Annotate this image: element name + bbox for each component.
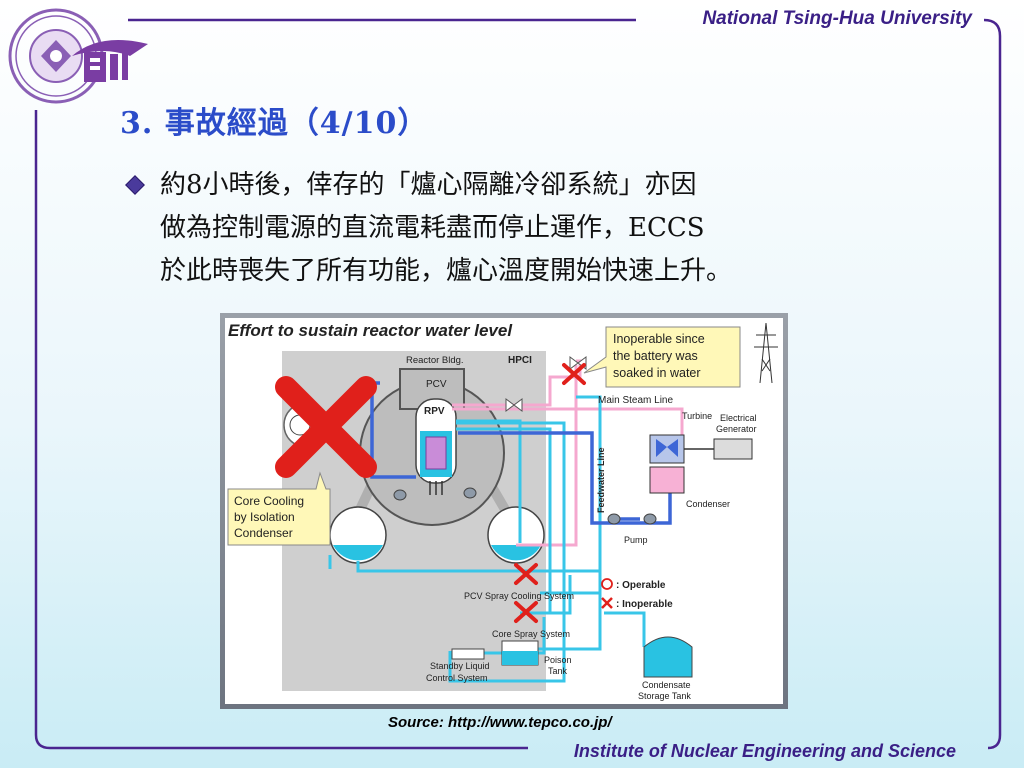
- inoperable-legend-label: : Inoperable: [616, 599, 673, 610]
- inoperable-callout-line-3: soaked in water: [613, 366, 701, 380]
- cst-label-line-2: Storage Tank: [638, 691, 691, 701]
- bullet-paragraph: 約8小時後，倖存的「爐心隔離冷卻系統」亦因 做為控制電源的直流電耗盡而停止運作，…: [160, 164, 920, 293]
- operable-legend-icon: [601, 578, 613, 590]
- pcv-spray-inoperable-mark: [514, 563, 538, 585]
- footer-institute: Institute of Nuclear Engineering and Sci…: [573, 741, 956, 761]
- core-cooling-callout-line-3: Condenser: [234, 526, 293, 540]
- hpci-label: HPCI: [508, 355, 532, 366]
- slcs-pump: [451, 648, 485, 660]
- slide-title: 3. 事故經過（4/10）: [120, 106, 429, 141]
- header-institution: National Tsing-Hua University: [702, 8, 972, 29]
- pcv-spray-label: PCV Spray Cooling System: [464, 591, 574, 601]
- operable-legend-label: : Operable: [616, 580, 666, 591]
- water-lines: [328, 395, 646, 683]
- generator-label-line-2: Generator: [716, 424, 757, 434]
- university-seal-logo: [8, 8, 104, 104]
- poison-tank-label-line-2: Tank: [548, 666, 568, 676]
- poison-tank: [501, 640, 539, 666]
- steam-lines: [452, 359, 684, 547]
- condenser: [649, 466, 685, 494]
- poison-tank-label-line-1: Poison: [544, 655, 572, 665]
- generator-label-line-1: Electrical: [720, 413, 757, 423]
- core-cooling-callout: [227, 471, 331, 546]
- turbine: [649, 434, 685, 464]
- transmission-tower-icon: [754, 322, 778, 384]
- core-spray-label: Core Spray System: [492, 629, 570, 639]
- source-citation: Source: http://www.tepco.co.jp/: [388, 714, 612, 731]
- institute-emblem-logo: [72, 40, 148, 82]
- control-rods: [429, 481, 443, 495]
- condenser-label: Condenser: [686, 499, 730, 509]
- feedwater-line-label: Feedwater Line: [596, 447, 606, 513]
- inoperable-callout-line-1: Inoperable since: [613, 332, 705, 346]
- reactor-bldg-label: Reactor Bldg.: [406, 355, 464, 366]
- pcv-label: PCV: [426, 379, 447, 390]
- rpv-label: RPV: [424, 406, 445, 417]
- steam-line-valve: [505, 398, 523, 412]
- suppression-chamber-right: [487, 506, 545, 564]
- core-cooling-callout-line-2: by Isolation: [234, 510, 295, 524]
- diagram-title: Effort to sustain reactor water level: [228, 321, 513, 340]
- bullet-line-3: 於此時喪失了所有功能，爐心溫度開始快速上升。: [160, 256, 733, 286]
- electrical-generator: [713, 438, 753, 460]
- turbine-label: Turbine: [682, 411, 712, 421]
- slcs-label-line-1: Standby Liquid: [430, 661, 490, 671]
- core-spray-inoperable-mark: [514, 601, 538, 623]
- hpci-inoperable-mark: [562, 363, 586, 385]
- core-cooling-callout-line-1: Core Cooling: [234, 494, 304, 508]
- main-steam-line-label: Main Steam Line: [598, 395, 673, 406]
- inoperable-callout: [583, 326, 741, 388]
- bullet-line-2: 做為控制電源的直流電耗盡而停止運作，ECCS: [160, 213, 705, 243]
- inoperable-callout-line-2: the battery was: [613, 349, 698, 363]
- pump-label: Pump: [624, 535, 648, 545]
- reactor-diagram: Effort to sustain reactor water level Re…: [220, 313, 788, 709]
- condensate-storage-tank: [643, 636, 693, 678]
- inoperable-legend-icon: [601, 597, 613, 609]
- cst-label-line-1: Condensate: [642, 680, 691, 690]
- isolation-condenser-failure-mark: [275, 376, 377, 478]
- bullet-line-1: 約8小時後，倖存的「爐心隔離冷卻系統」亦因: [160, 170, 697, 200]
- suppression-chamber-left: [329, 506, 387, 564]
- slcs-label-line-2: Control System: [426, 673, 488, 683]
- circulation-pumps: [393, 487, 657, 525]
